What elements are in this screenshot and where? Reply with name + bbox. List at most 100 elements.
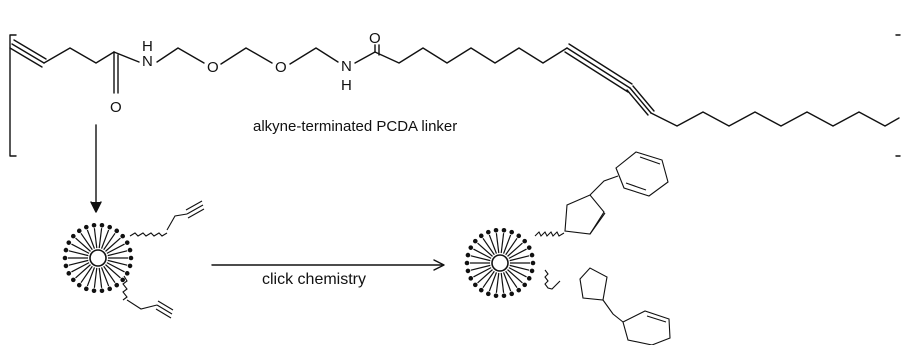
micelle-right <box>464 227 536 299</box>
micelle-tail <box>477 269 493 284</box>
micelle-head <box>107 286 113 292</box>
down-arrow <box>90 124 102 213</box>
micelle-tail <box>107 259 128 266</box>
micelle-head <box>120 277 126 283</box>
micelle-tail <box>502 272 512 292</box>
micelle-tail <box>505 237 518 256</box>
atom-o-ether1: O <box>207 59 219 76</box>
micelle-tail <box>473 267 492 278</box>
micelle-head <box>501 227 507 233</box>
micelle-head <box>468 276 474 281</box>
micelle-tail <box>502 234 512 254</box>
micelle-head <box>478 233 484 239</box>
atom-n2: N <box>341 58 352 75</box>
micelle-head <box>464 260 470 266</box>
carbonyl-bond-1 <box>113 51 119 94</box>
left-bracket <box>9 34 17 157</box>
micelle-head <box>526 245 532 250</box>
micelle-left <box>62 222 134 294</box>
micelle-tail <box>107 250 128 257</box>
micelle-head <box>128 255 134 261</box>
micelle-head <box>509 291 515 297</box>
micelle-tail <box>505 270 518 289</box>
alkyne-arms-left <box>122 200 205 319</box>
atom-h2: H <box>341 77 352 94</box>
micelle-tail <box>495 272 500 293</box>
micelle-tail <box>103 232 116 251</box>
diacetylene-bond-2 <box>626 85 655 116</box>
micelle-head <box>493 293 499 299</box>
micelle-tail <box>507 242 523 257</box>
micelle-head <box>509 229 515 235</box>
terminal-alkyne-bond <box>9 39 47 68</box>
micelle-tail <box>509 255 530 262</box>
micelle-head <box>478 287 484 293</box>
micelle-tail <box>80 265 93 284</box>
micelle-tail <box>470 255 491 262</box>
micelle-core <box>89 249 107 267</box>
micelle-head <box>465 268 471 274</box>
micelle-tail <box>103 265 116 284</box>
micelle-head <box>83 286 89 292</box>
micelle-tail <box>500 272 505 293</box>
triazole-ring-1 <box>564 194 605 235</box>
micelle-tail <box>105 264 121 279</box>
micelle-tail <box>71 243 90 254</box>
atom-o-ether2: O <box>275 59 287 76</box>
alkyl-chain-2 <box>374 47 568 64</box>
micelle-head <box>529 268 535 274</box>
micelle-head <box>99 222 105 228</box>
micelle-tail <box>105 237 121 252</box>
micelle-tail <box>80 232 93 251</box>
micelle-head <box>66 240 72 245</box>
linker-label: alkyne-terminated PCDA linker <box>253 118 458 135</box>
micelle-head <box>127 263 133 269</box>
peg-chain <box>156 47 205 64</box>
micelle-tail <box>488 272 498 292</box>
micelle-head <box>485 229 491 235</box>
micelle-head <box>107 224 113 230</box>
micelle-head <box>127 247 133 253</box>
micelle-tail <box>100 267 110 287</box>
micelle-head <box>62 255 68 261</box>
micelle-head <box>120 233 126 239</box>
diacetylene-bond-1 <box>564 43 633 93</box>
micelle-tail <box>509 264 530 271</box>
right-arrow <box>211 259 445 271</box>
micelle-tail <box>71 262 90 273</box>
micelle-head <box>493 227 499 233</box>
micelle-head <box>516 287 522 293</box>
micelle-tail <box>106 262 125 273</box>
micelle-head <box>522 238 528 244</box>
micelle-tail <box>488 234 498 254</box>
micelle-head <box>70 233 76 239</box>
micelle-head <box>63 247 69 253</box>
micelle-head <box>485 291 491 297</box>
micelle-head <box>91 222 97 228</box>
micelle-head <box>526 276 532 281</box>
micelle-tail <box>100 229 110 249</box>
micelle-tail <box>93 267 98 288</box>
micelle-head <box>83 224 89 230</box>
micelle-tail <box>507 269 523 284</box>
benzene-ring-1 <box>615 151 669 197</box>
micelle-head <box>76 282 82 288</box>
micelle-tail <box>68 250 89 257</box>
micelle-tail <box>473 248 492 259</box>
micelle-head <box>114 282 120 288</box>
benzene-ring-2 <box>622 310 671 345</box>
micelle-head <box>472 238 478 244</box>
micelle-head <box>124 240 130 245</box>
atom-o-carbonyl2: O <box>369 30 381 47</box>
micelle-head <box>124 271 130 276</box>
micelle-head <box>91 288 97 294</box>
micelle-tail <box>508 267 527 278</box>
micelle-head <box>472 282 478 288</box>
micelle-tail <box>98 228 103 249</box>
reaction-label: click chemistry <box>262 271 367 288</box>
micelle-tail <box>500 233 505 254</box>
micelle-head <box>516 233 522 239</box>
triazole-ring-2 <box>579 267 608 301</box>
micelle-tail <box>86 229 96 249</box>
micelle-tail <box>482 237 495 256</box>
